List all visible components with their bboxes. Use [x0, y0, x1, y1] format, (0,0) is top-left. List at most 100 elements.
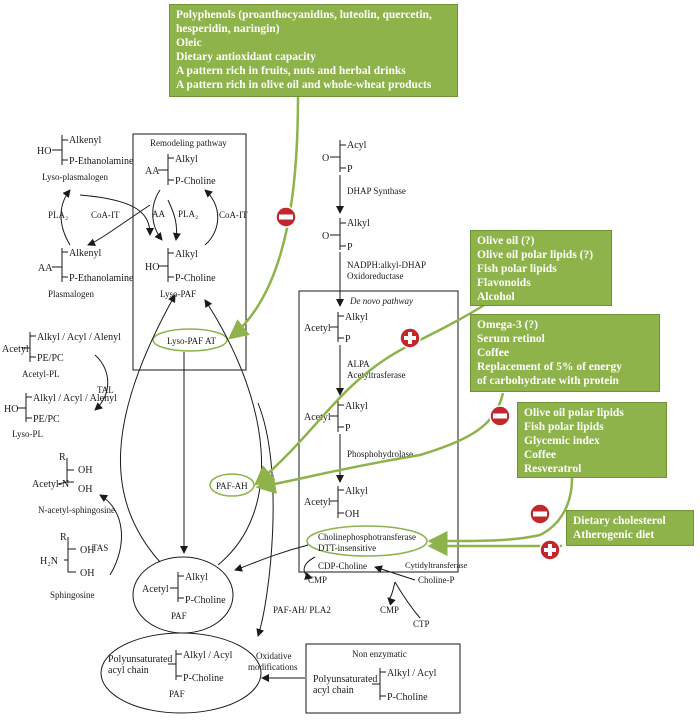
cmp-label-1: CMP	[308, 575, 327, 585]
stimulation-icon	[399, 327, 421, 349]
remodeling-label: Remodeling pathway	[150, 138, 227, 148]
inhibition-icon	[529, 503, 551, 525]
paf-ah-ellipse	[209, 473, 255, 497]
nonenzymatic-structure: Alkyl / Acyl Polyunsaturated acyl chain …	[313, 668, 437, 703]
n-acetyl-sphingosine-structure: R OH Acetyl-N OH N-acetyl-sphingosine	[32, 452, 115, 515]
dtt-insensitive-label: DTT-insensitive	[318, 543, 376, 553]
acetyl-alkyl-p-structure-2: Alkyl Acetyl P	[304, 400, 368, 434]
inhibition-icon	[275, 206, 297, 228]
acetyl-label: Acetyl	[2, 344, 29, 355]
aa-alkyl-pcholine-structure: Alkyl AA P-Choline	[145, 154, 216, 187]
cdp-choline-label: CDP-Choline	[318, 561, 367, 571]
paf-structure: Alkyl Acetyl P-Choline PAF	[142, 572, 226, 621]
alkyl-acyl-alenyl-label: Alkyl / Acyl / Alenyl	[37, 332, 121, 343]
oxidized-paf-structure: Alkyl / Acyl Polyunsaturated acyl chain …	[108, 650, 233, 699]
box-line: Alcohol	[477, 291, 515, 303]
acyl-dhap-structure: Acyl O P	[322, 140, 367, 175]
box-line: Olive oil (?)	[477, 235, 535, 247]
box-line: hesperidin, naringin)	[176, 23, 280, 35]
alkyl-label-2: Alkyl	[175, 249, 198, 260]
alkyl-label-7: Alkyl	[185, 572, 208, 583]
box-line: Olive oil polar lipids	[524, 407, 624, 419]
box-line: Omega-3 (?)	[477, 319, 538, 331]
p-choline-label-5: P-Choline	[387, 692, 428, 703]
stimulation-icon	[539, 539, 561, 561]
paf-label: PAF	[171, 611, 187, 621]
p-choline-label-4: P-Choline	[183, 673, 224, 684]
box-line: Polyphenols (proanthocyanidins, luteolin…	[176, 9, 432, 21]
polyunsaturated-label-2: Polyunsaturated	[313, 674, 377, 685]
r-label-2: R	[60, 532, 67, 543]
box-line: Replacement of 5% of energy	[477, 361, 622, 373]
alkenyl-label-2: Alkenyl	[69, 248, 101, 259]
box-line: Coffee	[477, 347, 509, 359]
box-line: of carbohydrate with protein	[477, 375, 619, 387]
pe-pc-label-2: PE/PC	[33, 414, 60, 425]
nadph-label: NADPH:alkyl-DHAP	[347, 260, 426, 270]
choline-p-label: Choline-P	[418, 575, 455, 585]
acetyl-label-4: Acetyl	[304, 497, 331, 508]
p-choline-label: P-Choline	[175, 176, 216, 187]
p-label: P	[347, 164, 353, 175]
box-line: Oleic	[176, 37, 202, 49]
nonenzymatic-box	[305, 643, 461, 714]
cholesterol-box: Dietary cholesterol Atherogenic diet	[566, 510, 694, 546]
paf-ah-pla2-label: PAF-AH/ PLA2	[273, 605, 331, 615]
alkyl-label-5: Alkyl	[345, 401, 368, 412]
aa-label-2: AA	[145, 166, 160, 177]
alpa-label: ALPA	[347, 359, 370, 369]
p-ethanolamine-label: P-Ethanolamine	[69, 156, 134, 167]
coa-it-label-left: CoA-IT	[91, 210, 120, 220]
box-line: Olive oil polar lipids (?)	[477, 249, 594, 261]
p-choline-label-3: P-Choline	[185, 595, 226, 606]
polar-lipids-box: Olive oil polar lipids Fish polar lipids…	[517, 402, 667, 478]
r-label: R	[59, 452, 66, 463]
box-line: Glycemic index	[524, 435, 600, 447]
acetyl-alkyl-oh-structure: Alkyl Acetyl OH	[304, 486, 368, 520]
oh-label-4: OH	[80, 568, 94, 579]
n-acetyl-sphingosine-label: N-acetyl-sphingosine	[38, 505, 115, 515]
aa-label-3: AA	[152, 209, 165, 219]
acetyl-label-2: Acetyl	[304, 323, 331, 334]
alkyl-label-6: Alkyl	[345, 486, 368, 497]
ctp-label: CTP	[413, 619, 430, 629]
nonenzymatic-label: Non enzymatic	[352, 649, 407, 659]
lyso-paf-at-label: Lyso-PAF AT	[167, 336, 216, 346]
acetyl-pl-label: Acetyl-PL	[22, 369, 60, 379]
o-label-2: O	[322, 231, 329, 242]
phosphohydrolase-label: Phosphohydrolase	[347, 449, 413, 459]
inhibition-icon	[489, 405, 511, 427]
alkenyl-label: Alkenyl	[69, 135, 101, 146]
tal-label: TAL	[97, 385, 114, 395]
acyl-label: Acyl	[347, 140, 367, 151]
oh-label: OH	[78, 465, 92, 476]
oh-label-3: OH	[80, 545, 94, 556]
alkyl-acyl-label: Alkyl / Acyl	[183, 650, 233, 661]
denovo-label: De novo pathway	[349, 296, 413, 306]
antioxidant-box: Polyphenols (proanthocyanidins, luteolin…	[169, 4, 458, 97]
ho-label: HO	[37, 146, 51, 157]
box-line: Coffee	[524, 449, 556, 461]
box-line: A pattern rich in olive oil and whole-wh…	[176, 79, 432, 91]
omega-3-box: Omega-3 (?) Serum retinol Coffee Replace…	[470, 314, 660, 392]
box-line: Fish polar lipids	[524, 421, 604, 433]
sphingosine-label: Sphingosine	[50, 590, 95, 600]
acetyl-label-5: Acetyl	[142, 584, 169, 595]
tas-label: TAS	[92, 543, 108, 553]
alkyl-acyl-alenyl-label-2: Alkyl / Acyl / Alenyl	[33, 393, 117, 404]
pla2-label-center: PLA₂	[178, 209, 198, 219]
pla2-label-left: PLA₂	[48, 210, 68, 220]
ho-label-2: HO	[145, 262, 159, 273]
box-line: Resveratrol	[524, 463, 582, 475]
box-line: Flavonoids	[477, 277, 531, 289]
p-label-4: P	[345, 423, 351, 434]
lyso-pl-label: Lyso-PL	[12, 429, 43, 439]
coa-it-label-right: CoA-IT	[219, 210, 248, 220]
cytidyltransferase-label: Cytidyltransferase	[405, 560, 468, 570]
alkyl-dhap-structure: Alkyl O P	[322, 218, 370, 253]
sphingosine-structure: R OH H₂N OH Sphingosine	[40, 532, 95, 600]
acyl-chain-label-2: acyl chain	[313, 685, 354, 696]
p-ethanolamine-label-2: P-Ethanolamine	[69, 273, 134, 284]
olive-oil-box: Olive oil (?) Olive oil polar lipids (?)…	[470, 230, 612, 306]
